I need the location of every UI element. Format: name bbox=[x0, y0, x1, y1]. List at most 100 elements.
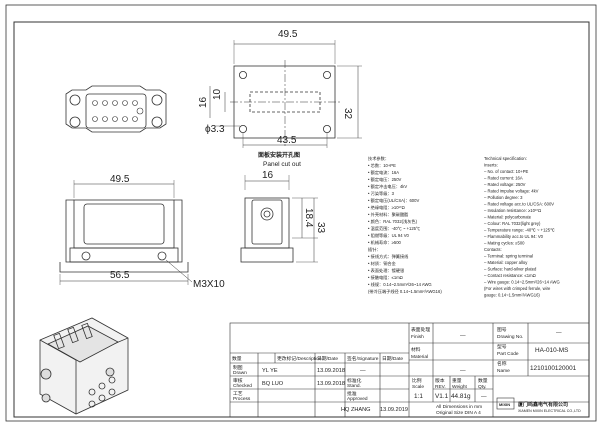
dim-top-height: 32 bbox=[342, 108, 353, 120]
spec-cn-line: (带冷压端子线径 0.14~1.5mm²/AWG16) bbox=[368, 288, 442, 295]
spec-cn-line: • 额定电压：250V bbox=[368, 176, 402, 183]
spec-en-line: – Contact resistance: ≤1mΩ bbox=[484, 273, 536, 278]
logo-text: MIXIN bbox=[499, 402, 510, 407]
tb-scale-en: Scale bbox=[412, 384, 424, 390]
spec-cn-line: • 表面处理：镀硬银 bbox=[368, 267, 405, 274]
title-block bbox=[229, 322, 590, 418]
product-isometric-view bbox=[39, 317, 129, 415]
spec-cn-line: • 接线方式：弹簧接线 bbox=[368, 253, 409, 260]
tb-approved-en: Approved bbox=[347, 396, 368, 402]
panel-cut-en: Panel cut out bbox=[263, 161, 301, 168]
tb-part-code-en: Part Code bbox=[497, 351, 519, 357]
spec-en-line: – No. of contact: 10+PE bbox=[484, 169, 529, 174]
insert-face-view bbox=[65, 85, 167, 133]
dim-screw: M3X10 bbox=[193, 279, 225, 290]
spec-cn-line: • 线规：0.14~2.5mm²/26~14 AWG bbox=[368, 281, 432, 288]
tb-qty-en: Qty. bbox=[478, 384, 486, 390]
spec-en-line: – Colour: RAL 7032(light grey) bbox=[484, 221, 541, 226]
spec-en-line: – Rated voltage acc.to UL/CSA: 600V bbox=[484, 202, 554, 207]
spec-cn-line: • 机械寿命：≥500 bbox=[368, 239, 402, 246]
dim-top-left: 16 bbox=[198, 96, 209, 108]
tb-qty-cn: 数量 bbox=[478, 377, 488, 384]
spec-cn-line: • 颜色：RAL 7032(浅灰色) bbox=[368, 218, 418, 225]
spec-cn-line: 插针： bbox=[368, 246, 381, 253]
tb-sign-hdr: 签名/Signature bbox=[347, 355, 379, 362]
spec-en-line: Inserts: bbox=[484, 163, 498, 168]
top-view bbox=[209, 40, 362, 148]
tb-qty-dash: — bbox=[481, 394, 487, 400]
dim-side-h1: 18.4 bbox=[303, 208, 314, 228]
spec-en-line: – Temperature range: -40℃ ~ +125℃ bbox=[484, 228, 555, 233]
spec-cn-line: • 额定电流：16A bbox=[368, 169, 399, 176]
front-view bbox=[59, 180, 193, 285]
tb-count-cn: 数量 bbox=[232, 355, 242, 362]
dim-top-pitch: 43.5 bbox=[277, 135, 297, 146]
tb-rev-val: V1.1 bbox=[435, 393, 449, 400]
spec-en-line: gauge: 0.14~1.5mm²/AWG16) bbox=[484, 293, 540, 298]
dim-top-inner: 10 bbox=[212, 88, 223, 100]
dim-front-base: 56.5 bbox=[110, 270, 130, 281]
spec-en-line: – Rated current: 16A bbox=[484, 176, 523, 181]
spec-cn-line: • 阻燃等级：UL 94 V0 bbox=[368, 232, 410, 239]
spec-cn-line: • 外壳材料：聚碳酸酯 bbox=[368, 211, 408, 218]
spec-cn-line: • 温度范围：-40℃ ~ +125℃ bbox=[368, 225, 420, 232]
dim-top-width: 49.5 bbox=[278, 29, 298, 40]
spec-cn-line: • 材质：铜合金 bbox=[368, 260, 397, 267]
side-view bbox=[240, 175, 318, 263]
tb-part-code: HA-010-MS bbox=[535, 347, 568, 354]
spec-cn-line: • 额定冲击电压：4kV bbox=[368, 183, 407, 190]
company-logo: MIXIN bbox=[496, 397, 515, 410]
tb-approved-cn: 批准 bbox=[347, 390, 357, 397]
mount-hole-icon bbox=[238, 71, 247, 80]
tb-rev-en: REV. bbox=[435, 384, 446, 390]
tb-drawing-no-en: Drawing No. bbox=[497, 334, 523, 340]
tb-name-en: Name bbox=[497, 368, 510, 374]
tb-part-code-cn: 型号 bbox=[497, 343, 507, 350]
tb-drawing-no-cn: 图号 bbox=[497, 327, 507, 333]
spec-en-line: – Rated impulse voltage: 4kV bbox=[484, 189, 539, 194]
dim-hole-dia: ϕ3.3 bbox=[205, 124, 225, 135]
mount-hole-icon bbox=[238, 125, 247, 134]
tb-weight-cn: 重量 bbox=[452, 377, 462, 384]
spec-en-line: – Surface: hard-silver plated bbox=[484, 267, 537, 272]
tb-process-cn: 工艺 bbox=[233, 391, 243, 397]
tb-note-en2: Original Size DIN A 4 bbox=[436, 410, 481, 416]
dim-front-width: 49.5 bbox=[110, 174, 130, 185]
tb-checked-date: 13.09.2018 bbox=[317, 381, 345, 387]
spec-cn-line: • 绝缘电阻：≥10¹⁰Ω bbox=[368, 204, 405, 211]
tb-date-hdr2: 日期/Date bbox=[382, 356, 403, 362]
tb-stand-cn: 标准化 bbox=[347, 377, 362, 384]
tb-checked-en: Checked bbox=[233, 383, 252, 389]
spec-en-line: – Material: polycarbonate bbox=[484, 215, 532, 220]
tb-drawn-date: 13.09.2018 bbox=[317, 368, 345, 374]
tb-name: 1210100120001 bbox=[530, 365, 577, 372]
tb-finish-dash: — bbox=[460, 333, 466, 339]
spec-en-line: – Pollution degree: 3 bbox=[484, 195, 523, 200]
tb-checked-cn: 审核 bbox=[233, 377, 243, 384]
spec-en-line: (For wires with crimped ferrule, wire bbox=[484, 286, 551, 291]
dim-side-width: 16 bbox=[262, 170, 274, 181]
tb-rev-cn: 版本 bbox=[435, 377, 445, 384]
tb-material-cn: 材料 bbox=[411, 346, 421, 353]
tb-drawn-en: Drawn bbox=[233, 370, 247, 376]
mount-hole-icon bbox=[322, 71, 331, 80]
spec-en-line: – Insulation resistance: ≥10¹⁰Ω bbox=[484, 208, 541, 213]
tb-material-dash: — bbox=[460, 368, 466, 374]
spec-en-line: – Flammability acc.to UL 94: V0 bbox=[484, 234, 544, 239]
spec-cn-line: • 污染等级：3 bbox=[368, 190, 395, 197]
tb-material-en: Material bbox=[411, 354, 428, 360]
tb-name-cn: 名称 bbox=[497, 360, 507, 367]
spec-cn-line: • 额定电压(UL/CSA)：600V bbox=[368, 197, 419, 204]
spec-en-line: Technical specification: bbox=[484, 156, 527, 161]
tb-company-cn: 厦门鸣鑫电气有限公司 bbox=[518, 401, 568, 408]
outer-frame bbox=[5, 4, 597, 422]
tb-drawn-cn: 制图 bbox=[233, 364, 243, 371]
spec-en-line: Contacts: bbox=[484, 247, 502, 252]
tb-drawing-no-dash: — bbox=[556, 330, 562, 336]
spec-cn-line: • 接触电阻：≤1mΩ bbox=[368, 274, 403, 281]
tb-dash: — bbox=[360, 368, 366, 374]
spec-en-line: – Wire gauge: 0.14~2.5mm²/26~14 AWG bbox=[484, 280, 560, 285]
tb-weight-en: Weight bbox=[452, 384, 468, 390]
